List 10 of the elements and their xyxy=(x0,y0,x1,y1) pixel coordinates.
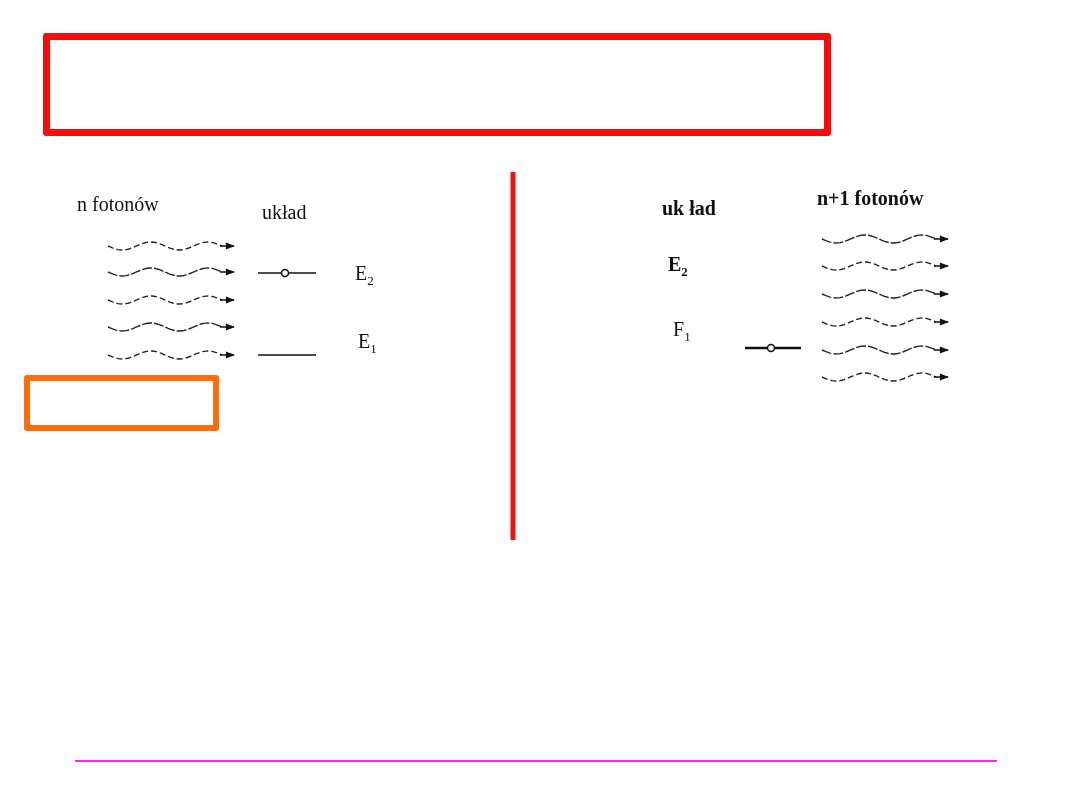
caption-text: n+1 fotonów xyxy=(817,187,924,209)
caption-text: uk ład xyxy=(662,197,716,219)
empty-frame xyxy=(24,375,219,431)
energy-level-label: E$_{2}$ xyxy=(355,262,374,289)
caption-text: n fotonów xyxy=(77,193,159,215)
energy-level-label: F$_{1}$ xyxy=(673,318,691,345)
caption-text: układ xyxy=(262,201,307,223)
energy-level-label: E$_{1}$ xyxy=(358,330,377,357)
energy-level-label: E$_{2}$ xyxy=(668,253,688,280)
empty-title-frame xyxy=(43,33,831,136)
